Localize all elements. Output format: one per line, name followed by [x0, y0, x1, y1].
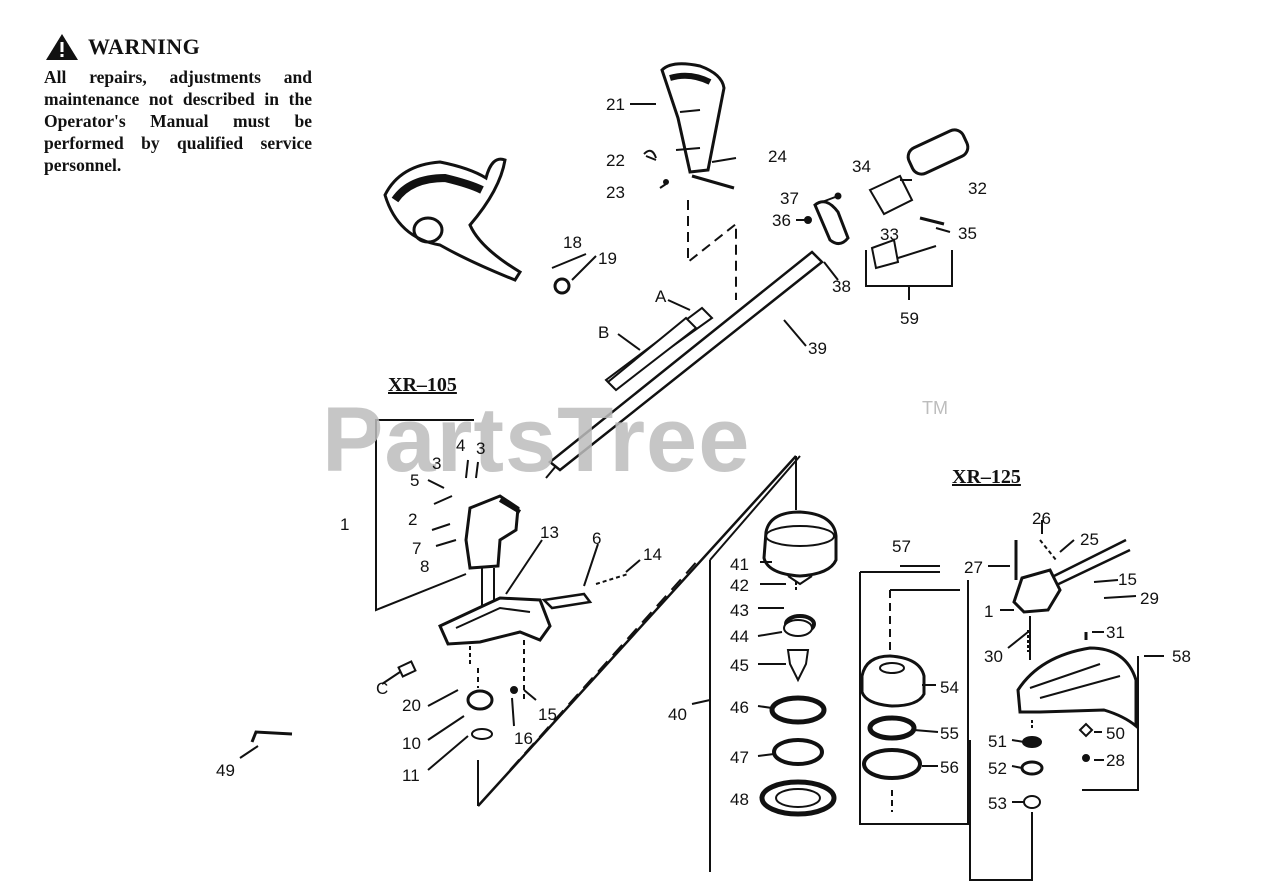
part-label: 26: [1032, 509, 1051, 528]
part-label: 11: [402, 766, 420, 785]
watermark: PartsTree: [322, 389, 751, 491]
part-label: 37: [780, 189, 799, 208]
part-label: 25: [1080, 530, 1099, 549]
warning-text: All repairs, adjustments and maintenance…: [44, 67, 312, 175]
part-label: B: [598, 323, 610, 342]
part-label: 1: [984, 602, 994, 621]
part-label: 46: [730, 698, 749, 717]
part-label: 32: [968, 179, 987, 198]
part-label: 54: [940, 678, 959, 697]
part-label: 15: [1118, 570, 1137, 589]
part-label: 24: [768, 147, 787, 166]
part-label: 31: [1106, 623, 1125, 642]
part-label: 29: [1140, 589, 1159, 608]
part-label: 4: [456, 436, 466, 455]
drive-shaft-part-39: [545, 250, 824, 479]
throttle-assembly: [804, 128, 970, 270]
part-label: 15: [538, 705, 557, 724]
part-label: 52: [988, 759, 1007, 778]
part-label: 55: [940, 724, 959, 743]
part-label: 3: [476, 439, 486, 458]
part-label: 21: [606, 95, 625, 114]
part-label: 44: [730, 627, 749, 646]
part-label: 43: [730, 601, 749, 620]
trimmer-head-xr125: [860, 589, 960, 812]
trimmer-head-xr105: [759, 510, 838, 817]
part-label: 3: [432, 454, 442, 473]
part-label: 39: [808, 339, 827, 358]
rear-grip-part-18: [383, 157, 523, 282]
part-label: 59: [900, 309, 919, 328]
part-label: C: [376, 679, 389, 698]
part-label: 35: [958, 224, 977, 243]
part-label: 20: [402, 696, 421, 715]
part-label: 48: [730, 790, 749, 809]
part-label: 16: [514, 729, 533, 748]
warning-heading: WARNING: [44, 32, 312, 62]
warning-icon: [46, 34, 78, 60]
part-label: 36: [772, 211, 791, 230]
part-label: 34: [852, 157, 871, 176]
model-label-xr125: XR–125: [952, 466, 1021, 488]
part-label: 53: [988, 794, 1007, 813]
part-label: 19: [598, 249, 617, 268]
part-label: 1: [340, 515, 350, 534]
part-label: 18: [563, 233, 582, 252]
part-label: 42: [730, 576, 749, 595]
warning-box: WARNING All repairs, adjustments and mai…: [44, 32, 312, 176]
part-label: 57: [892, 537, 911, 556]
part-label: 10: [402, 734, 421, 753]
guard-part-13: [438, 596, 552, 646]
part-label: A: [655, 287, 667, 306]
part-label: 45: [730, 656, 749, 675]
part-label: 28: [1106, 751, 1125, 770]
part-label: 56: [940, 758, 959, 777]
part-label: 22: [606, 151, 625, 170]
part-label: 33: [880, 225, 899, 244]
part-label: 13: [540, 523, 559, 542]
part-label: 27: [964, 558, 983, 577]
part-label: 8: [420, 557, 430, 576]
part-label: 7: [412, 539, 422, 558]
part-label: 58: [1172, 647, 1191, 666]
part-label: 47: [730, 748, 749, 767]
guard-part-58: [1016, 646, 1139, 791]
model-label-xr105: XR–105: [388, 374, 457, 396]
part-label: 2: [408, 510, 418, 529]
handle-part-21: [660, 62, 726, 174]
trademark-mark: TM: [922, 398, 948, 418]
part-label: 5: [410, 471, 420, 490]
part-label: 30: [984, 647, 1003, 666]
part-label: 41: [730, 555, 749, 574]
gearbox-xr125: [1012, 538, 1131, 660]
part-label: 49: [216, 761, 235, 780]
part-label: 14: [643, 545, 662, 564]
part-label: 6: [592, 529, 602, 548]
part-label: 38: [832, 277, 851, 296]
part-label: 40: [668, 705, 687, 724]
part-label: 50: [1106, 724, 1125, 743]
part-label: 23: [606, 183, 625, 202]
warning-title: WARNING: [88, 34, 201, 59]
part-label: 51: [988, 732, 1007, 751]
nut-part-19: [553, 277, 571, 295]
